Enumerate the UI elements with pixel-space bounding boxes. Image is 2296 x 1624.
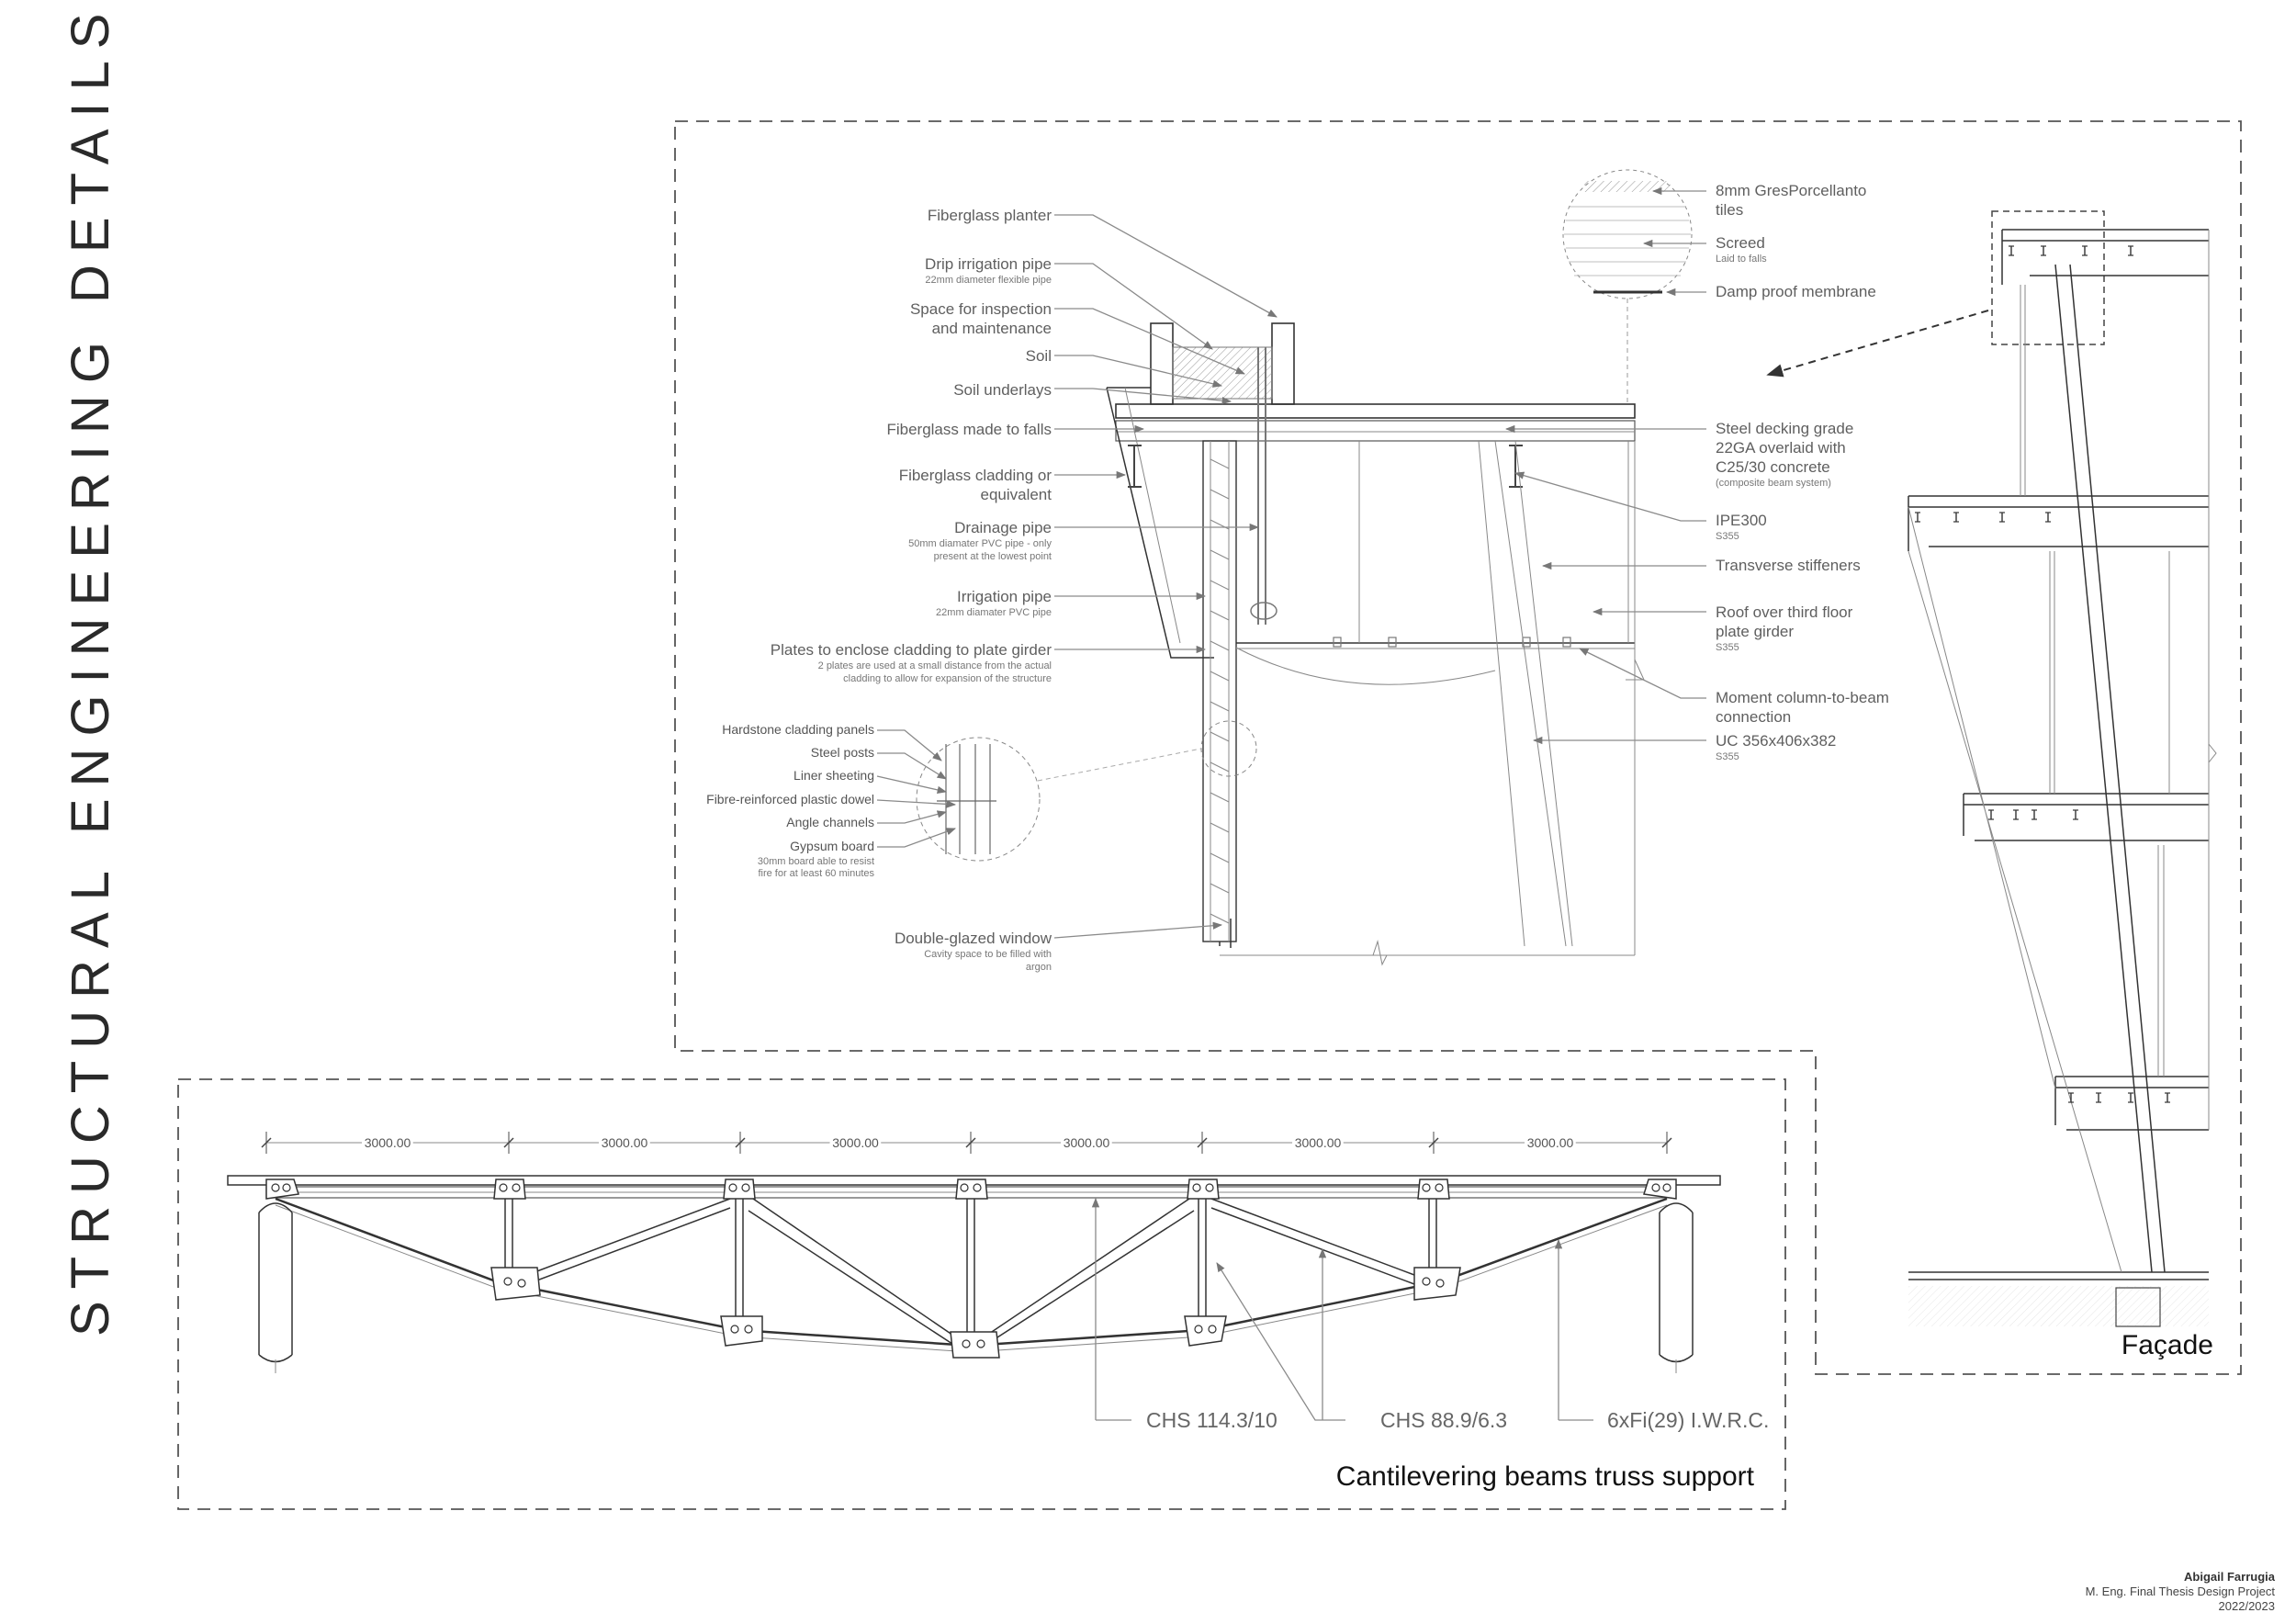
detail-sublabel: present at the lowest point xyxy=(934,551,1052,562)
detail-sublabel: 2 plates are used at a small distance fr… xyxy=(818,660,1052,671)
detail-label: Irrigation pipe xyxy=(957,588,1052,605)
dimension-label: 3000.00 xyxy=(1527,1135,1574,1150)
detail-label: Plates to enclose cladding to plate gird… xyxy=(771,641,1052,659)
detail-label: Soil underlays xyxy=(953,381,1052,399)
truss-frame xyxy=(177,1078,1786,1510)
detail-label: IPE300 xyxy=(1716,512,1767,529)
drawing-line xyxy=(1210,913,1230,924)
detail-sublabel: S355 xyxy=(1716,531,1739,542)
author-name: Abigail Farrugia xyxy=(2184,1570,2276,1584)
detail-label: equivalent xyxy=(980,486,1052,503)
detail-sublabel: S355 xyxy=(1716,751,1739,762)
detail-label: C25/30 concrete xyxy=(1716,458,1830,476)
detail-label: Moment column-to-beam xyxy=(1716,689,1889,706)
cladding-sublabel: 30mm board able to resist xyxy=(758,856,874,867)
detail-label: 22GA overlaid with xyxy=(1716,439,1846,457)
dimension-label: 3000.00 xyxy=(365,1135,411,1150)
drawing-line xyxy=(1210,761,1230,773)
cladding-label: Gypsum board xyxy=(790,839,874,853)
detail-label: tiles xyxy=(1716,201,1743,219)
drawing-line xyxy=(1210,883,1230,894)
detail-label: Roof over third floor xyxy=(1716,603,1853,621)
detail-sublabel: 22mm diameter flexible pipe xyxy=(925,275,1052,286)
detail-sublabel: Laid to falls xyxy=(1716,254,1767,265)
member-label-cable: 6xFi(29) I.W.R.C. xyxy=(1607,1408,1769,1432)
drawing-line xyxy=(1210,701,1230,712)
drawing-line xyxy=(1428,1137,1439,1148)
course-name: M. Eng. Final Thesis Design Project xyxy=(2086,1585,2276,1598)
title-block: Abigail Farrugia M. Eng. Final Thesis De… xyxy=(2086,1570,2276,1613)
detail-label: plate girder xyxy=(1716,623,1794,640)
detail-label: and maintenance xyxy=(932,320,1052,337)
dimension-label: 3000.00 xyxy=(602,1135,648,1150)
drawing-line xyxy=(735,1137,746,1148)
detail-sublabel: cladding to allow for expansion of the s… xyxy=(843,673,1052,684)
drawing-line xyxy=(1210,822,1230,833)
detail-label: Space for inspection xyxy=(910,300,1052,318)
member-label-chs-88: CHS 88.9/6.3 xyxy=(1380,1408,1507,1432)
detail-sublabel: 22mm diamater PVC pipe xyxy=(936,607,1052,618)
detail-drawing xyxy=(916,169,1693,966)
detail-sublabel: Cavity space to be filled with xyxy=(924,949,1052,960)
drawing-line xyxy=(1210,731,1230,742)
detail-label: Screed xyxy=(1716,234,1765,252)
detail-label: Steel decking grade xyxy=(1716,420,1853,437)
detail-label: connection xyxy=(1716,708,1791,726)
truss-dimensions: 3000.00 3000.00 3000.00 3000.00 3000.00 3000.… xyxy=(362,1133,1577,1153)
detail-label: Drainage pipe xyxy=(954,519,1052,536)
leader-lines xyxy=(876,186,1706,939)
facade-drawing xyxy=(1908,210,2217,1327)
drawing-line xyxy=(1210,852,1230,863)
drawing-line xyxy=(1210,610,1230,621)
detail-label: Drip irrigation pipe xyxy=(925,255,1052,273)
detail-label: UC 356x406x382 xyxy=(1716,732,1836,750)
detail-label: Fiberglass made to falls xyxy=(886,421,1052,438)
member-label-chs-114: CHS 114.3/10 xyxy=(1146,1408,1277,1432)
cladding-label: Liner sheeting xyxy=(793,768,874,783)
drawing-line xyxy=(503,1137,514,1148)
cladding-label: Steel posts xyxy=(811,745,874,760)
academic-year: 2022/2023 xyxy=(2219,1599,2275,1613)
drawing-line xyxy=(965,1137,976,1148)
dimension-label: 3000.00 xyxy=(832,1135,879,1150)
detail-sublabel: argon xyxy=(1026,962,1052,973)
cladding-label: Fibre-reinforced plastic dowel xyxy=(706,792,874,806)
detail-label: Damp proof membrane xyxy=(1716,283,1876,300)
facade-caption: Façade xyxy=(2122,1330,2213,1360)
truss-member-labels: CHS 114.3/10 CHS 88.9/6.3 6xFi(29) I.W.R… xyxy=(1146,1408,1769,1432)
dimension-label: 3000.00 xyxy=(1064,1135,1110,1150)
cladding-sublabel: fire for at least 60 minutes xyxy=(758,868,874,879)
drawing-line xyxy=(1210,489,1230,500)
drawing-line xyxy=(1210,671,1230,682)
detail-label: Double-glazed window xyxy=(895,930,1052,947)
detail-sublabel: 50mm diamater PVC pipe - only xyxy=(908,538,1052,549)
cladding-label: Angle channels xyxy=(786,815,874,829)
detail-label: Soil xyxy=(1026,347,1052,365)
callout-arrow xyxy=(1766,310,1989,378)
drawing-line xyxy=(1210,549,1230,560)
detail-sublabel: S355 xyxy=(1716,642,1739,653)
detail-frame xyxy=(674,120,2242,1375)
cladding-label: Hardstone cladding panels xyxy=(722,722,874,737)
drawing-line xyxy=(1197,1137,1208,1148)
drawing-line xyxy=(1210,580,1230,591)
dimension-label: 3000.00 xyxy=(1295,1135,1342,1150)
detail-sublabel: (composite beam system) xyxy=(1716,478,1831,489)
truss-drawing: 3000.00 3000.00 3000.00 3000.00 3000.00 3000.… xyxy=(227,1132,1721,1421)
drawing-line xyxy=(1210,458,1230,469)
detail-label: Fiberglass cladding or xyxy=(899,467,1052,484)
drawing-line xyxy=(1210,792,1230,803)
detail-label: Transverse stiffeners xyxy=(1716,557,1861,574)
detail-label: Fiberglass planter xyxy=(928,207,1052,224)
drawing-line xyxy=(1661,1137,1672,1148)
drawing-line xyxy=(261,1137,272,1148)
detail-label: 8mm GresPorcellanto xyxy=(1716,182,1866,199)
truss-caption: Cantilevering beams truss support xyxy=(1336,1461,1755,1492)
drawing-line xyxy=(1210,640,1230,651)
page-title: STRUCTURAL ENGINEERING DETAILS xyxy=(61,2,120,1336)
